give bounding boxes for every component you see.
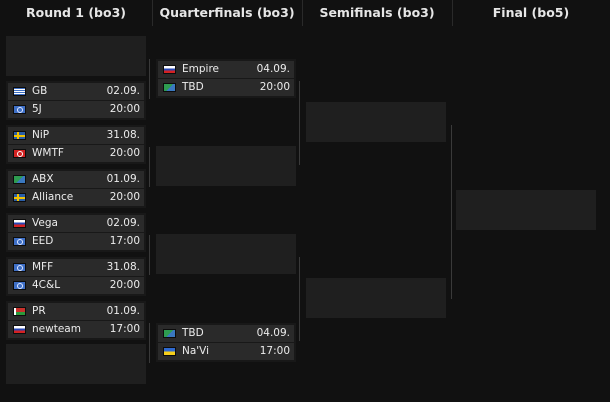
team-name: PR — [32, 305, 46, 317]
team-name: MFF — [32, 261, 54, 273]
match-time: 20:00 — [109, 147, 140, 159]
match-time: 20:00 — [109, 103, 140, 115]
team1-flag-icon — [13, 175, 26, 184]
team2-flag-icon — [13, 281, 26, 290]
team-row[interactable]: Alliance 20:00 — [8, 189, 144, 206]
team1-flag-icon — [163, 329, 176, 338]
empty-match-slot — [6, 36, 146, 76]
team-row[interactable]: Na'Vi 17:00 — [158, 343, 294, 360]
header-quarterfinals: Quarterfinals (bo3) — [159, 5, 295, 20]
header-divider — [152, 0, 153, 26]
bracket-connector — [149, 59, 150, 99]
match-time: 17:00 — [109, 235, 140, 247]
empty-match-slot — [306, 102, 446, 142]
match-date: 31.08. — [106, 261, 140, 273]
header-round1: Round 1 (bo3) — [25, 5, 127, 20]
team-name: newteam — [32, 323, 81, 335]
team-row[interactable]: ABX 01.09. — [8, 171, 144, 188]
team-name: Empire — [182, 63, 219, 75]
match-card[interactable]: Vega 02.09. EED 17:00 — [6, 213, 146, 252]
match-time: 17:00 — [259, 345, 290, 357]
match-card[interactable]: ABX 01.09. Alliance 20:00 — [6, 169, 146, 208]
match-card[interactable]: PR 01.09. newteam 17:00 — [6, 301, 146, 340]
header-final: Final (bo5) — [492, 5, 570, 20]
team-name: EED — [32, 235, 54, 247]
team-row[interactable]: newteam 17:00 — [8, 321, 144, 338]
team-row[interactable]: TBD 20:00 — [158, 79, 294, 96]
team1-flag-icon — [13, 307, 26, 316]
team-row[interactable]: PR 01.09. — [8, 303, 144, 320]
match-time: 17:00 — [109, 323, 140, 335]
match-date: 01.09. — [106, 305, 140, 317]
team2-flag-icon — [13, 237, 26, 246]
team1-flag-icon — [13, 131, 26, 140]
match-card[interactable]: GB 02.09. 5J 20:00 — [6, 81, 146, 120]
bracket-connector — [149, 235, 150, 275]
match-card[interactable]: NiP 31.08. WMTF 20:00 — [6, 125, 146, 164]
team2-flag-icon — [163, 347, 176, 356]
empty-match-slot — [456, 190, 596, 230]
match-date: 04.09. — [256, 327, 290, 339]
team1-flag-icon — [163, 65, 176, 74]
team-name: Na'Vi — [182, 345, 210, 357]
header-semifinals: Semifinals (bo3) — [319, 5, 435, 20]
team1-flag-icon — [13, 87, 26, 96]
header-divider — [452, 0, 453, 26]
team1-flag-icon — [13, 263, 26, 272]
bracket-connector — [299, 257, 300, 341]
team-row[interactable]: NiP 31.08. — [8, 127, 144, 144]
team-name: GB — [32, 85, 48, 97]
team2-flag-icon — [13, 149, 26, 158]
bracket-connector — [149, 147, 150, 187]
team2-flag-icon — [163, 83, 176, 92]
team1-flag-icon — [13, 219, 26, 228]
team2-flag-icon — [13, 193, 26, 202]
bracket-connector — [299, 81, 300, 165]
team-name: 4C&L — [32, 279, 61, 291]
team-name: Alliance — [32, 191, 74, 203]
team2-flag-icon — [13, 105, 26, 114]
team-row[interactable]: TBD 04.09. — [158, 325, 294, 342]
match-date: 31.08. — [106, 129, 140, 141]
bracket-connector — [149, 323, 150, 363]
team-name: TBD — [182, 81, 204, 93]
team-name: Vega — [32, 217, 58, 229]
match-date: 01.09. — [106, 173, 140, 185]
team-row[interactable]: Empire 04.09. — [158, 61, 294, 78]
empty-match-slot — [156, 234, 296, 274]
match-time: 20:00 — [109, 279, 140, 291]
team-name: TBD — [182, 327, 204, 339]
team-name: WMTF — [32, 147, 64, 159]
match-card[interactable]: MFF 31.08. 4C&L 20:00 — [6, 257, 146, 296]
empty-match-slot — [6, 344, 146, 384]
team-name: ABX — [32, 173, 54, 185]
match-date: 02.09. — [106, 217, 140, 229]
team-name: NiP — [32, 129, 50, 141]
team-row[interactable]: 4C&L 20:00 — [8, 277, 144, 294]
match-time: 20:00 — [109, 191, 140, 203]
team-row[interactable]: WMTF 20:00 — [8, 145, 144, 162]
match-time: 20:00 — [259, 81, 290, 93]
team-name: 5J — [32, 103, 42, 115]
bracket-connector — [451, 125, 452, 299]
team-row[interactable]: EED 17:00 — [8, 233, 144, 250]
match-card[interactable]: Empire 04.09. TBD 20:00 — [156, 59, 296, 98]
header-divider — [302, 0, 303, 26]
team-row[interactable]: 5J 20:00 — [8, 101, 144, 118]
empty-match-slot — [156, 146, 296, 186]
empty-match-slot — [306, 278, 446, 318]
team-row[interactable]: MFF 31.08. — [8, 259, 144, 276]
team-row[interactable]: Vega 02.09. — [8, 215, 144, 232]
match-date: 02.09. — [106, 85, 140, 97]
match-date: 04.09. — [256, 63, 290, 75]
team-row[interactable]: GB 02.09. — [8, 83, 144, 100]
team2-flag-icon — [13, 325, 26, 334]
match-card[interactable]: TBD 04.09. Na'Vi 17:00 — [156, 323, 296, 362]
